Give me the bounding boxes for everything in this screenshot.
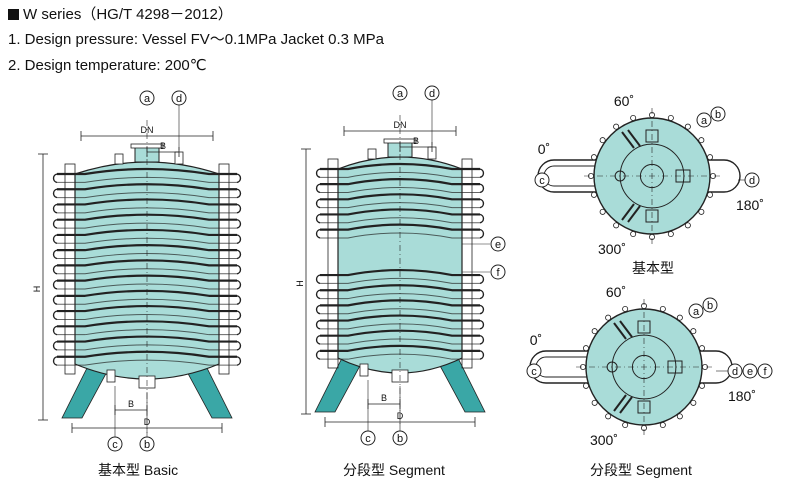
callout-d: d xyxy=(727,363,743,379)
caption-basic: 基本型 Basic xyxy=(98,462,179,478)
drawing-label: B xyxy=(413,136,419,146)
callout-c: c xyxy=(360,430,376,446)
angle-60: 60˚ xyxy=(614,93,634,109)
angle-0: 0˚ xyxy=(530,332,542,348)
callout-letter: a xyxy=(397,88,404,100)
dimension-DN: DN xyxy=(343,120,457,136)
angle-300: 300˚ xyxy=(590,432,618,448)
callout-letter: d xyxy=(176,93,182,105)
callout-letter: a xyxy=(693,306,700,318)
drawing-label: B xyxy=(381,393,387,403)
callout-letter: a xyxy=(701,115,708,127)
callout-e: e xyxy=(490,236,506,252)
callout-c: c xyxy=(107,436,123,452)
callout-letter: f xyxy=(496,267,500,279)
caption-segment: 分段型 Segment xyxy=(343,462,445,478)
callout-f: f xyxy=(490,264,506,280)
callout-letter: c xyxy=(531,366,537,378)
jacket-coil xyxy=(57,259,237,267)
caption-top-segment: 分段型 Segment xyxy=(590,462,692,478)
angle-60: 60˚ xyxy=(606,284,626,300)
dimension-H: H xyxy=(295,280,305,287)
callout-letter: b xyxy=(707,300,713,312)
callout-c: c xyxy=(534,172,550,188)
series-title: W series（HG/T 4298－2012） xyxy=(8,6,233,24)
jacket-coil xyxy=(57,350,237,358)
caption-top-basic: 基本型 xyxy=(632,260,674,276)
angle-180: 180˚ xyxy=(736,197,764,213)
callout-letter: f xyxy=(763,366,767,378)
drawing-label: DN xyxy=(141,125,154,135)
callout-letter: a xyxy=(144,93,151,105)
coil-loop xyxy=(704,159,741,193)
callout-a: a xyxy=(688,303,704,319)
callout-letter: c xyxy=(539,175,545,187)
drawing-label: B xyxy=(160,141,166,151)
callout-letter: d xyxy=(749,175,755,187)
jacket-coil xyxy=(57,335,237,343)
drawing-label: DN xyxy=(394,120,407,130)
callout-letter: b xyxy=(144,439,150,451)
callout-f: f xyxy=(757,363,773,379)
callout-e: e xyxy=(742,363,758,379)
callout-b: b xyxy=(702,297,718,313)
callout-letter: d xyxy=(732,366,738,378)
callout-d: d xyxy=(424,85,440,101)
dimension-B: B xyxy=(114,399,148,415)
callout-b: b xyxy=(139,436,155,452)
jacket-coil xyxy=(57,244,237,252)
drawing-label: B xyxy=(128,399,134,409)
callout-letter: e xyxy=(747,366,753,378)
design-temperature: 2. Design temperature: 200℃ xyxy=(8,57,207,74)
design-pressure: 1. Design pressure: Vessel FV～0.1MPa Jac… xyxy=(8,31,385,48)
dimension-H: H xyxy=(32,286,42,293)
callout-letter: b xyxy=(397,433,403,445)
callout-a: a xyxy=(139,90,155,106)
callout-a: a xyxy=(392,85,408,101)
callout-c: c xyxy=(526,363,542,379)
jacket-coil xyxy=(320,162,480,171)
callout-letter: c xyxy=(365,433,371,445)
callout-d: d xyxy=(171,90,187,106)
callout-d: d xyxy=(744,172,760,188)
jacket-coil xyxy=(57,320,237,328)
callout-letter: e xyxy=(495,239,501,251)
callout-a: a xyxy=(696,112,712,128)
jacket-coil xyxy=(320,178,480,186)
jacket-coil xyxy=(320,269,480,277)
angle-180: 180˚ xyxy=(728,388,756,404)
square-bullet-icon xyxy=(8,9,19,20)
dimension-B: B xyxy=(367,393,401,409)
callout-letter: c xyxy=(112,439,118,451)
dimension-DN: DN xyxy=(80,125,214,141)
jacket-coil xyxy=(57,183,237,191)
jacket-coil xyxy=(320,329,480,337)
angle-0: 0˚ xyxy=(538,141,550,157)
jacket-coil xyxy=(57,274,237,282)
callout-b: b xyxy=(392,430,408,446)
callout-letter: b xyxy=(715,109,721,121)
angle-300: 300˚ xyxy=(598,241,626,257)
callout-b: b xyxy=(710,106,726,122)
callout-letter: d xyxy=(429,88,435,100)
